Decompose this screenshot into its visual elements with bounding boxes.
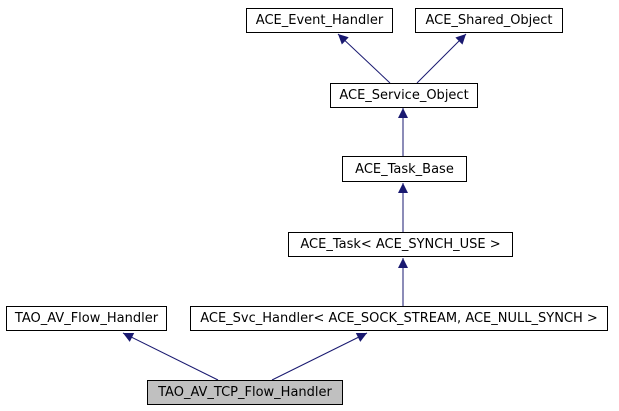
class-node-label: TAO_AV_TCP_Flow_Handler bbox=[158, 385, 332, 400]
class-node-ace-task[interactable]: ACE_Task< ACE_SYNCH_USE > bbox=[288, 232, 513, 257]
class-node-ace-shared-object[interactable]: ACE_Shared_Object bbox=[415, 8, 563, 33]
class-node-ace-event-handler[interactable]: ACE_Event_Handler bbox=[246, 8, 393, 33]
class-node-label: ACE_Svc_Handler< ACE_SOCK_STREAM, ACE_NU… bbox=[200, 311, 598, 326]
class-node-label: ACE_Task< ACE_SYNCH_USE > bbox=[300, 237, 501, 252]
class-node-label: ACE_Event_Handler bbox=[255, 13, 384, 28]
class-node-tao-av-flow-handler[interactable]: TAO_AV_Flow_Handler bbox=[6, 306, 167, 331]
class-node-label: TAO_AV_Flow_Handler bbox=[14, 311, 159, 326]
inheritance-arrow-service-to-shared bbox=[416, 33, 467, 84]
inheritance-arrow-tcpflow-to-svchandler bbox=[271, 332, 368, 381]
inheritance-arrow-service-to-event bbox=[337, 33, 391, 84]
class-node-tao-av-tcp-flow-handler-current: TAO_AV_TCP_Flow_Handler bbox=[147, 380, 343, 405]
class-node-ace-service-object[interactable]: ACE_Service_Object bbox=[330, 83, 478, 108]
class-node-label: ACE_Task_Base bbox=[355, 161, 454, 177]
class-node-label: ACE_Shared_Object bbox=[425, 13, 553, 28]
class-node-ace-task-base[interactable]: ACE_Task_Base bbox=[342, 156, 467, 182]
class-node-ace-svc-handler[interactable]: ACE_Svc_Handler< ACE_SOCK_STREAM, ACE_NU… bbox=[190, 306, 608, 331]
class-node-label: ACE_Service_Object bbox=[339, 88, 469, 103]
inheritance-arrow-tcpflow-to-flowhandler bbox=[122, 332, 219, 381]
